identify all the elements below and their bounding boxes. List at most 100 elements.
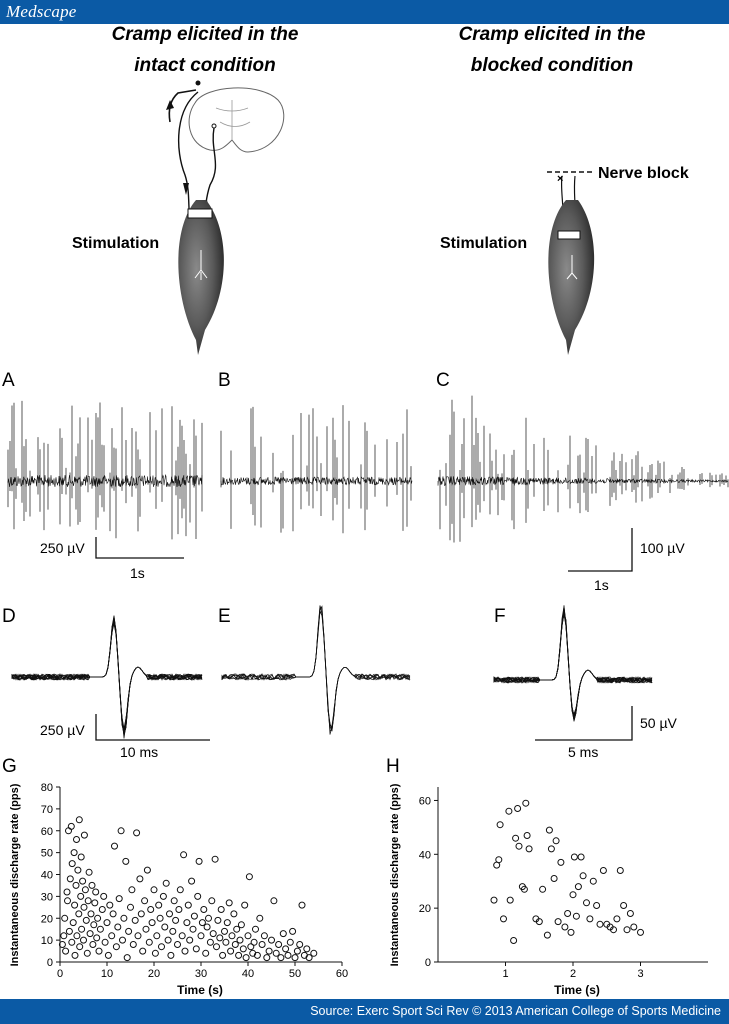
scatter-point <box>60 932 68 940</box>
scatter-point <box>219 951 227 959</box>
y-tick-label: 10 <box>41 935 53 947</box>
scatter-point <box>637 928 644 936</box>
scatter-point <box>303 945 311 953</box>
scatter-point <box>151 949 159 957</box>
scatter-point <box>298 901 306 909</box>
scatter-point <box>260 932 268 940</box>
scatter-point <box>131 916 139 924</box>
panel-label-d: D <box>2 606 16 627</box>
scatter-point <box>108 932 116 940</box>
scatter-point <box>596 920 604 928</box>
scatter-point <box>71 951 79 959</box>
scatter-point <box>567 928 575 936</box>
scatter-point <box>134 932 142 940</box>
scatter-point <box>253 951 261 959</box>
intact-title-line2: intact condition <box>134 55 275 76</box>
scatter-point <box>564 910 572 917</box>
scatter-point <box>277 954 285 962</box>
scatter-point <box>545 826 553 834</box>
scatter-point <box>188 877 196 885</box>
scatter-point <box>111 842 118 850</box>
scatter-point <box>235 951 243 959</box>
scatter-point <box>63 888 71 896</box>
scatter-point <box>74 866 82 874</box>
scatter-point <box>147 906 155 913</box>
scatter-point <box>65 927 73 935</box>
scatter-point <box>623 926 631 934</box>
blocked-title-line1: Cramp elicited in the <box>459 24 646 45</box>
scatter-point <box>514 805 522 812</box>
scatter-point <box>577 853 585 861</box>
scatter-point <box>73 836 80 843</box>
scatter-point <box>192 945 200 953</box>
scatter-point <box>159 892 167 900</box>
scatter-point <box>525 845 533 853</box>
scatter-point <box>289 927 297 935</box>
emg-trace-a <box>7 400 203 540</box>
scatter-point <box>268 936 275 944</box>
blocked-title-line2: blocked condition <box>471 55 634 76</box>
x-tick-label: 60 <box>336 968 348 980</box>
scatter-point <box>620 902 628 909</box>
scatter-point <box>570 853 578 861</box>
scatter-point <box>252 925 259 933</box>
scatter-point <box>181 947 189 955</box>
scatter-point <box>101 938 109 946</box>
scatter-point <box>202 949 210 957</box>
panel-label-a: A <box>2 370 15 391</box>
scatter-point <box>209 930 217 938</box>
scatter-point <box>104 951 112 959</box>
scatter-point <box>117 827 125 835</box>
scatter-point <box>129 941 137 948</box>
header-bar: Medscape <box>0 0 729 24</box>
scatter-point <box>227 947 235 955</box>
intact-title-line1: Cramp elicited in the <box>112 24 299 45</box>
spike-overlay-e <box>221 605 411 735</box>
scatter-point <box>128 886 136 894</box>
scatter-point <box>583 899 590 907</box>
scatter-point <box>62 947 70 955</box>
scatter-point <box>75 816 83 824</box>
scatter-point <box>512 834 520 842</box>
scatter-point <box>153 932 161 940</box>
scatter-point <box>189 925 197 933</box>
scatter-point <box>123 954 131 962</box>
intact-schematic <box>166 80 285 355</box>
scatter-point <box>122 857 130 865</box>
scatter-point <box>211 855 219 863</box>
scatter-point <box>284 951 292 959</box>
scatter-chart-g: Instantaneous discharge rate (pps) Time … <box>9 782 348 997</box>
scatter-point <box>161 923 169 931</box>
scatter-point <box>94 914 102 922</box>
scatter-point <box>164 936 172 944</box>
g-ylabel: Instantaneous discharge rate (pps) <box>9 783 21 966</box>
scatter-point <box>81 886 89 894</box>
scatter-point <box>169 927 177 935</box>
scatter-point <box>109 910 117 918</box>
scatter-point <box>127 903 134 911</box>
scatter-point <box>572 912 580 920</box>
scatter-point <box>500 915 507 923</box>
scatter-point <box>156 914 164 922</box>
scale-bar-d <box>95 714 210 741</box>
scatter-point <box>183 919 191 927</box>
scatter-point <box>613 915 621 923</box>
scatter-point <box>228 932 236 940</box>
scatter-point <box>72 881 80 889</box>
scatter-point <box>77 853 85 861</box>
scatter-point <box>66 875 74 883</box>
scatter-point <box>310 949 318 957</box>
scatter-point <box>495 856 503 864</box>
scatter-point <box>83 949 91 957</box>
scatter-point <box>133 829 141 837</box>
y-tick-label: 20 <box>419 903 431 915</box>
x-tick-label: 30 <box>195 968 207 980</box>
y-tick-label: 30 <box>41 891 53 903</box>
scatter-point <box>523 832 531 839</box>
scatter-point <box>68 938 76 946</box>
scatter-point <box>574 883 582 891</box>
scatter-point <box>547 845 555 853</box>
panel-label-c: C <box>436 370 450 391</box>
scatter-point <box>510 937 518 944</box>
medscape-logo[interactable]: Medscape <box>6 2 77 21</box>
